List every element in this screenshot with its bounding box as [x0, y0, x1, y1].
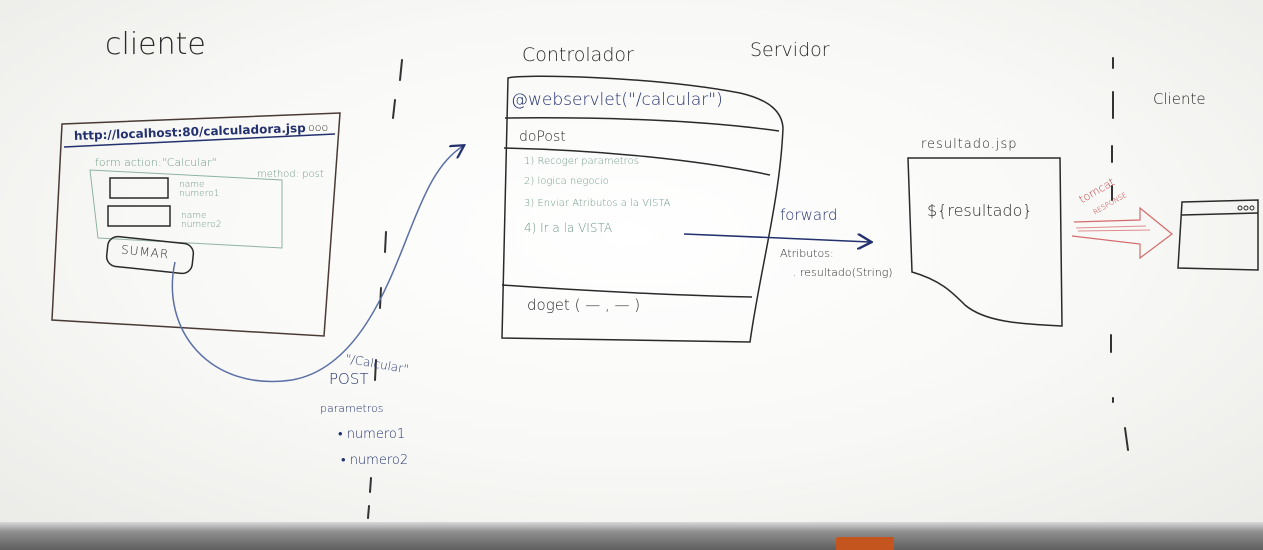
whiteboard — [0, 0, 1263, 522]
field2-name-label: name numero2 — [181, 211, 222, 230]
diagram-strokes — [51, 57, 1259, 519]
controller-box — [501, 75, 784, 343]
client-browser-window — [1177, 199, 1259, 271]
heading-cliente-left: cliente — [105, 27, 206, 62]
request-arrow — [171, 146, 463, 383]
heading-servidor: Servidor — [750, 39, 830, 61]
browser-url-bar-line — [63, 133, 336, 148]
step-3: 3) Enviar Atributos a la VISTA — [524, 198, 671, 209]
dopost-label: doPost — [519, 129, 566, 145]
input-numero2[interactable] — [107, 205, 171, 227]
jsp-page — [907, 157, 1063, 327]
controller-line-3 — [501, 284, 753, 298]
form-method-label: method: post — [257, 169, 324, 180]
sumar-button-outline[interactable] — [105, 235, 195, 275]
param-item-1: • numero1 — [338, 427, 406, 442]
heading-controlador: Controlador — [522, 44, 634, 66]
form-outline — [89, 169, 283, 249]
controller-line-1 — [504, 117, 780, 132]
step-1: 1) Recoger parametros — [524, 156, 639, 167]
input-numero1[interactable] — [109, 177, 169, 199]
form-action-label: form action:"Calcular" — [95, 156, 217, 169]
eraser — [836, 537, 894, 550]
forward-label: forward — [780, 206, 838, 224]
response-arrow — [1071, 206, 1173, 260]
field1-name-label: name numero1 — [179, 180, 220, 199]
divider-server-client — [1110, 57, 1129, 451]
param-item-2: • numero2 — [341, 453, 409, 468]
controller-line-2 — [503, 147, 771, 176]
step-2: 2) logica negocio — [524, 176, 609, 187]
servlet-annotation: @webservlet("/calcular") — [511, 90, 723, 110]
step-4: 4) Ir a la VISTA — [524, 221, 613, 235]
marker-tray — [0, 522, 1263, 550]
browser-dots-icon: ooo — [308, 121, 329, 134]
request-method: POST — [329, 370, 369, 388]
attribute-item: . resultado(String) — [793, 266, 893, 279]
atributos-title: Atributos: — [780, 247, 834, 260]
param-item-1-text: numero1 — [346, 427, 406, 442]
doget-label: doget ( — , — ) — [527, 296, 641, 314]
forward-arrow — [683, 233, 870, 242]
client-browser-dots-icon — [1237, 205, 1255, 211]
client-browser-titlebar — [1181, 212, 1259, 216]
heading-cliente-right: Cliente — [1153, 90, 1206, 108]
jsp-expression: ${resultado} — [927, 201, 1033, 220]
attribute-item-text: resultado(String) — [800, 266, 893, 279]
browser-window — [51, 112, 341, 337]
param-item-2-text: numero2 — [349, 453, 409, 468]
params-title: parametros — [320, 402, 384, 415]
jsp-filename: resultado.jsp — [921, 137, 1018, 152]
